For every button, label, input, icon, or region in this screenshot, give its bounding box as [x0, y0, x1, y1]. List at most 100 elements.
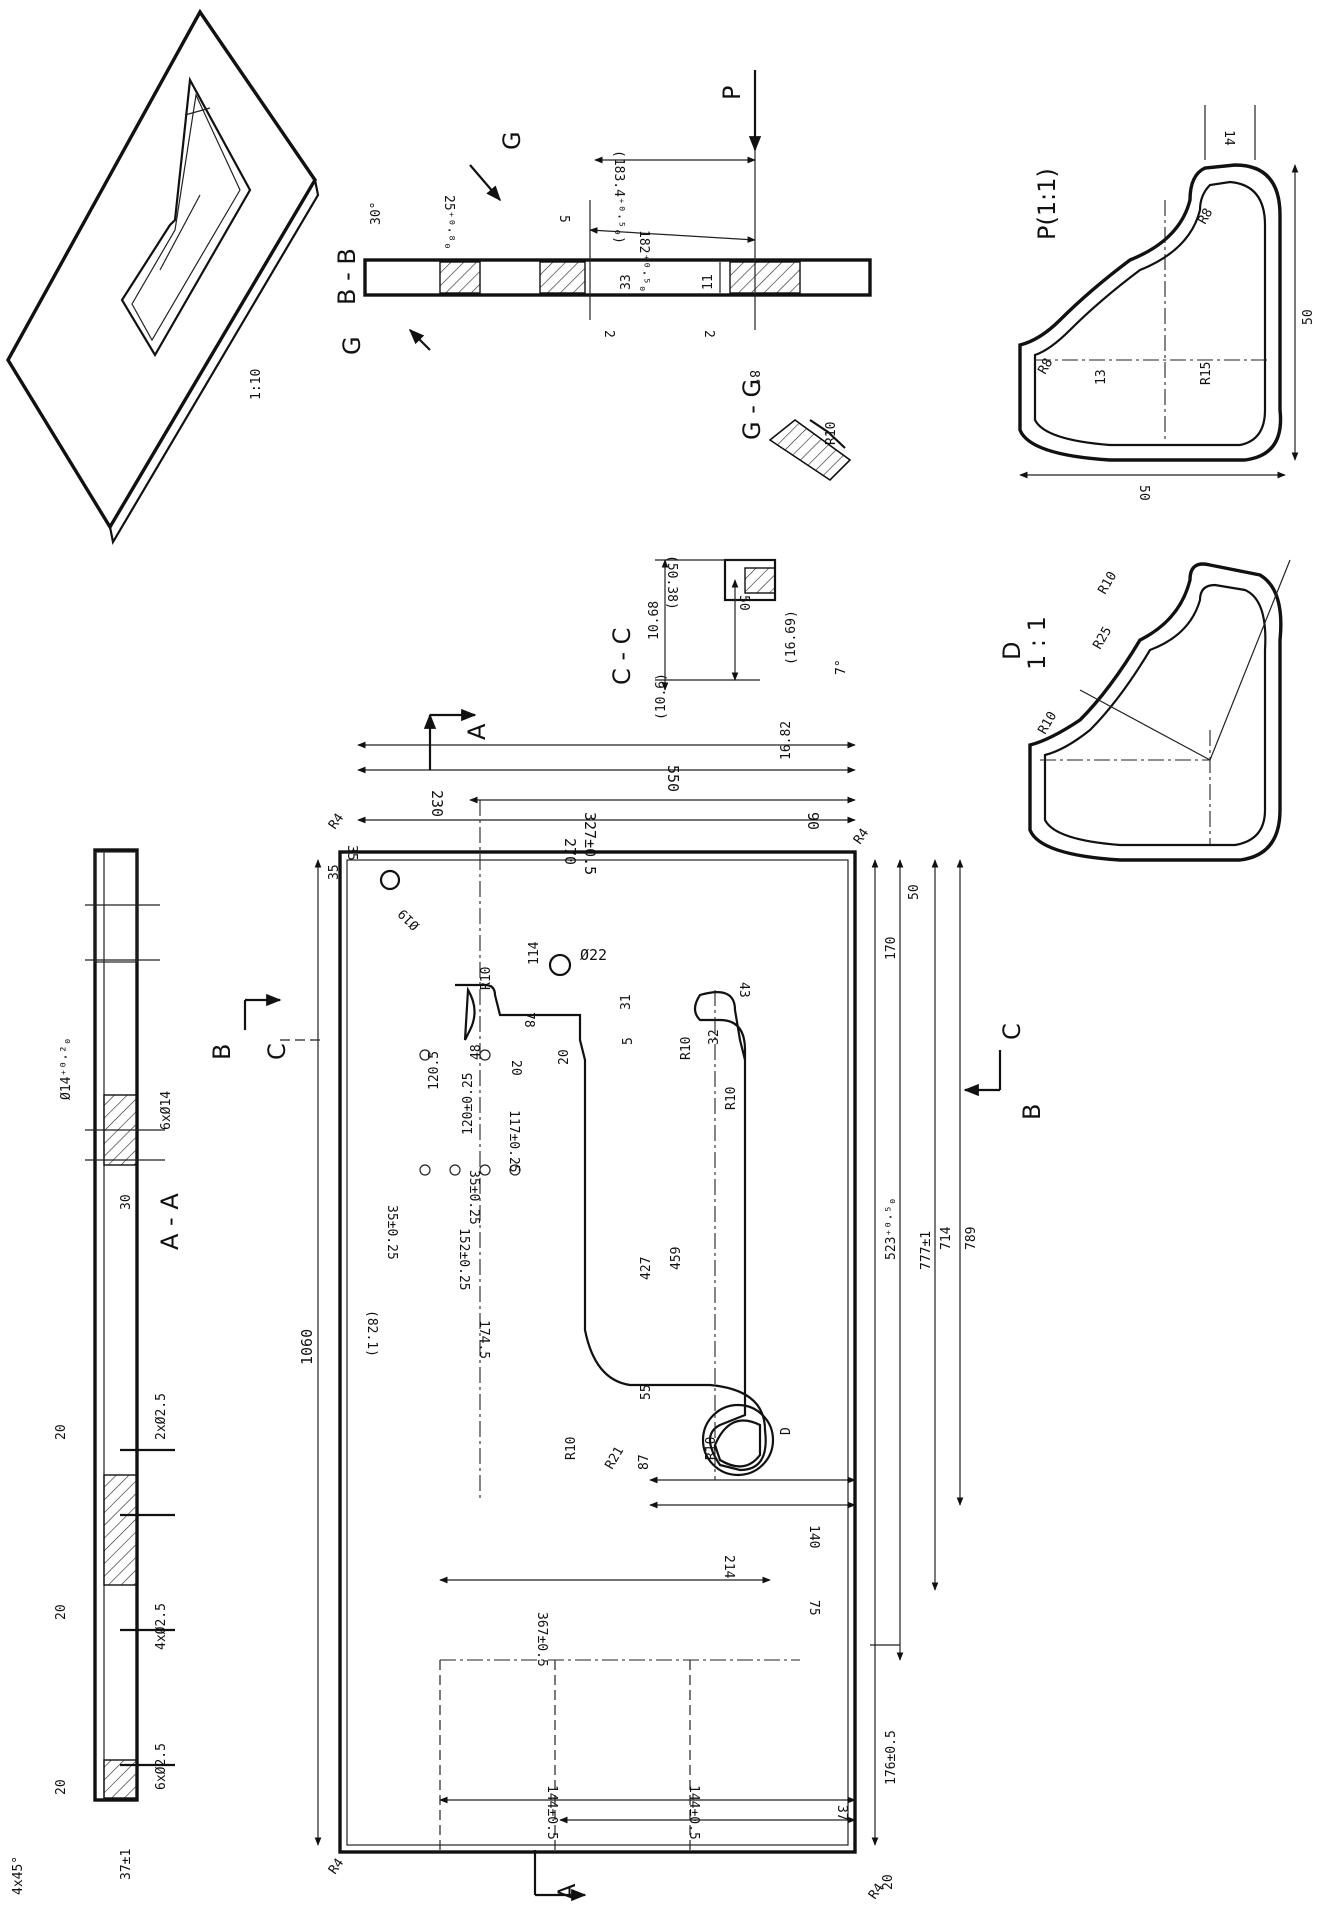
section-aa: 4x45° 37±1 20 6xØ2.5 20 4xØ2.5 20 2xØ2.5…: [11, 848, 184, 1895]
cut-c-left: C: [263, 1043, 291, 1060]
dim-20-3: 20: [881, 1874, 896, 1890]
dim-82-1: (82.1): [364, 1310, 379, 1357]
dim-114: 114: [527, 941, 542, 965]
dim-523: 523⁺⁰·⁵₀: [884, 1197, 899, 1260]
gg-r10: R10: [824, 422, 839, 445]
cc-dim-50-38: (50.38): [664, 555, 679, 610]
dim-48: 48: [469, 1044, 484, 1060]
aa-hole-14-tol: Ø14⁺⁰·²₀: [59, 1037, 74, 1100]
iso-scale: 1:10: [249, 369, 264, 400]
bb-dim-8deg: 8°: [746, 370, 761, 386]
d-r10b: R10: [1095, 569, 1120, 597]
d-scale: 1 : 1: [1023, 616, 1051, 670]
dim-120-5: 120.5: [427, 1051, 442, 1090]
dim-427: 427: [639, 1257, 654, 1280]
r10-a: R10: [479, 967, 494, 990]
aa-holes-6x25: 6xØ2.5: [154, 1743, 169, 1790]
dim-37b: 37: [834, 1805, 849, 1821]
bb-dim-5: 5: [556, 215, 571, 223]
d-title: D: [998, 642, 1026, 660]
cc-dim-16-69: (16.69): [784, 610, 799, 665]
p-title: P(1:1): [1033, 168, 1061, 240]
detail-d: D 1 : 1 R10 R25 R10: [998, 559, 1291, 862]
plan-view: A A B C C B 1060 550 230 327±0.5 270 90 …: [208, 708, 1046, 1903]
section-bb: B - B G G P 30° 25⁺⁰·⁸₀ 5 (183.4⁺⁰·⁵₀) 1…: [333, 70, 872, 386]
aa-dim-20c: 20: [54, 1424, 69, 1440]
dim-117: 117±0.25: [506, 1110, 521, 1173]
dim-152: 152±0.25: [456, 1228, 471, 1291]
p-r15: R15: [1199, 362, 1214, 385]
dim-170: 170: [884, 937, 899, 960]
bb-g-right: G: [498, 131, 526, 150]
cc-dim-16-82: 16.82: [779, 721, 794, 760]
dim-144b: 144±0.5: [686, 1785, 701, 1840]
r10-c: R10: [704, 1437, 719, 1460]
gg-title: G - G: [738, 379, 766, 440]
dim-50: 50: [907, 884, 922, 900]
bb-angle-30: 30°: [369, 202, 384, 225]
aa-holes-4x25: 4xØ2.5: [154, 1603, 169, 1650]
dim-35-tol1: 35±0.25: [466, 1170, 481, 1225]
aa-title: A - A: [156, 1193, 184, 1250]
dim-35b: 35: [327, 864, 342, 880]
dim-789: 789: [964, 1227, 979, 1250]
r21: R21: [602, 1444, 627, 1472]
cut-a-bottom: A: [553, 1883, 581, 1900]
bb-dim-183-4: (183.4⁺⁰·⁵₀): [611, 150, 626, 244]
dim-230: 230: [428, 790, 446, 817]
bb-title: B - B: [333, 248, 361, 305]
dim-270: 270: [561, 838, 579, 865]
aa-dim-20a: 20: [54, 1779, 69, 1795]
phi-19: Ø19: [396, 906, 423, 933]
d-r25: R25: [1090, 624, 1115, 652]
bb-dim-25: 25⁺⁰·⁸₀: [441, 195, 456, 250]
dim-87: 87: [637, 1454, 652, 1470]
p-dim-50b: 50: [1301, 309, 1316, 325]
aa-holes-2x25: 2xØ2.5: [154, 1393, 169, 1440]
cc-dim-10-6: (10.6): [654, 673, 669, 720]
dim-43: 43: [736, 982, 751, 998]
dim-327: 327±0.5: [581, 812, 599, 875]
dim-176: 176±0.5: [884, 1730, 899, 1785]
p-dim-13: 13: [1094, 369, 1109, 385]
aa-dim-20b: 20: [54, 1604, 69, 1620]
phi-22: Ø22: [580, 946, 607, 964]
r10-d: R10: [679, 1037, 694, 1060]
dim-459: 459: [669, 1247, 684, 1270]
r10-b: R10: [564, 1437, 579, 1460]
dim-35-tol2: 35±0.25: [384, 1205, 399, 1260]
bb-dim-182: 182⁺⁰·⁵₀: [636, 230, 651, 293]
dim-714: 714: [939, 1226, 954, 1250]
dim-777: 777±1: [919, 1231, 934, 1270]
aa-dim-37: 37±1: [119, 1849, 134, 1880]
detail-p: P(1:1) 14 R8 R8 13 R15 50 50: [1018, 105, 1316, 501]
cc-dim-50: 50: [736, 595, 751, 611]
dim-1060: 1060: [298, 1329, 316, 1365]
dim-367: 367±0.5: [534, 1612, 549, 1667]
p-dim-50a: 50: [1136, 485, 1151, 501]
cut-a-top: A: [463, 723, 491, 740]
bb-dim-33: 33: [619, 274, 634, 290]
section-gg: G - G R10: [738, 379, 852, 482]
bb-dim-11: 11: [701, 274, 716, 290]
p-r8b: R8: [1035, 356, 1056, 377]
r4-br: R4: [866, 1881, 887, 1903]
aa-dim-30: 30: [119, 1194, 134, 1210]
bb-g-left: G: [338, 336, 366, 355]
detail-d-callout: D: [779, 1427, 794, 1435]
dim-140: 140: [806, 1525, 821, 1548]
cut-c-right: C: [998, 1023, 1026, 1040]
cc-dim-10-68: 10.68: [647, 601, 662, 640]
dim-214: 214: [721, 1555, 736, 1579]
dim-5: 5: [621, 1037, 636, 1045]
dim-120-tol: 120±0.25: [461, 1072, 476, 1135]
dim-78: 78: [521, 1012, 536, 1028]
dim-55: 55: [639, 1384, 654, 1400]
r4-bl: R4: [326, 1856, 347, 1878]
bb-dim-2b: 2: [701, 330, 716, 338]
cc-title: C - C: [608, 628, 636, 685]
cut-b-right: B: [1018, 1104, 1046, 1120]
dim-550: 550: [664, 765, 682, 792]
